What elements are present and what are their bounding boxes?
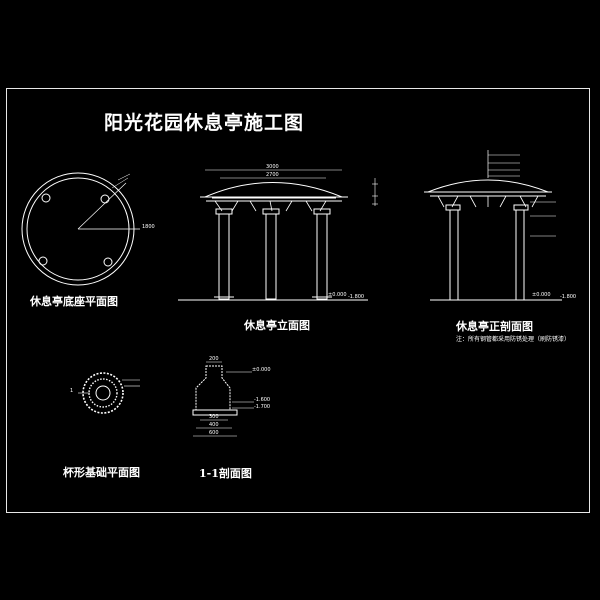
elevation-drawing (178, 169, 378, 301)
drawing-frame (6, 88, 590, 513)
dim-elev-inner: 2700 (266, 172, 279, 178)
foundation-plan-drawing (78, 372, 140, 414)
dim-f-w3: 600 (209, 430, 219, 436)
section-label: 休息亭正剖面图 (456, 320, 533, 333)
dim-f-lv3: -1.700 (254, 404, 271, 410)
dim-elev-ground: ±0.000 (328, 292, 347, 298)
drawing-title: 阳光花园休息亭施工图 (104, 112, 305, 134)
section-11-label: 1-1剖面图 (199, 467, 252, 480)
dim-f-level: ±0.000 (252, 367, 271, 373)
dim-elev-ground2: -1.800 (348, 294, 365, 300)
dim-f-top: 200 (209, 356, 219, 362)
section-11-drawing (192, 361, 254, 437)
base-plan-drawing (21, 172, 140, 286)
dim-sec-ground2: -1.800 (560, 294, 577, 300)
dim-sec-ground: ±0.000 (532, 292, 551, 298)
section-drawing (424, 150, 562, 301)
base-plan-label: 休息亭底座平面图 (30, 295, 118, 308)
dim-f-w2: 400 (209, 422, 219, 428)
dim-f-w1: 300 (209, 414, 219, 420)
foundation-plan-label: 杯形基础平面图 (63, 466, 140, 479)
elevation-label: 休息亭立面图 (244, 319, 310, 332)
dim-f-mark: 1 (70, 388, 74, 394)
dim-plan-radius: 1800 (142, 224, 155, 230)
section-note: 注：所有钢管都采用防锈处理（刷防锈漆） (456, 336, 571, 343)
dim-elev-top: 3000 (266, 164, 279, 170)
dim-f-lv2: -1.600 (254, 397, 271, 403)
